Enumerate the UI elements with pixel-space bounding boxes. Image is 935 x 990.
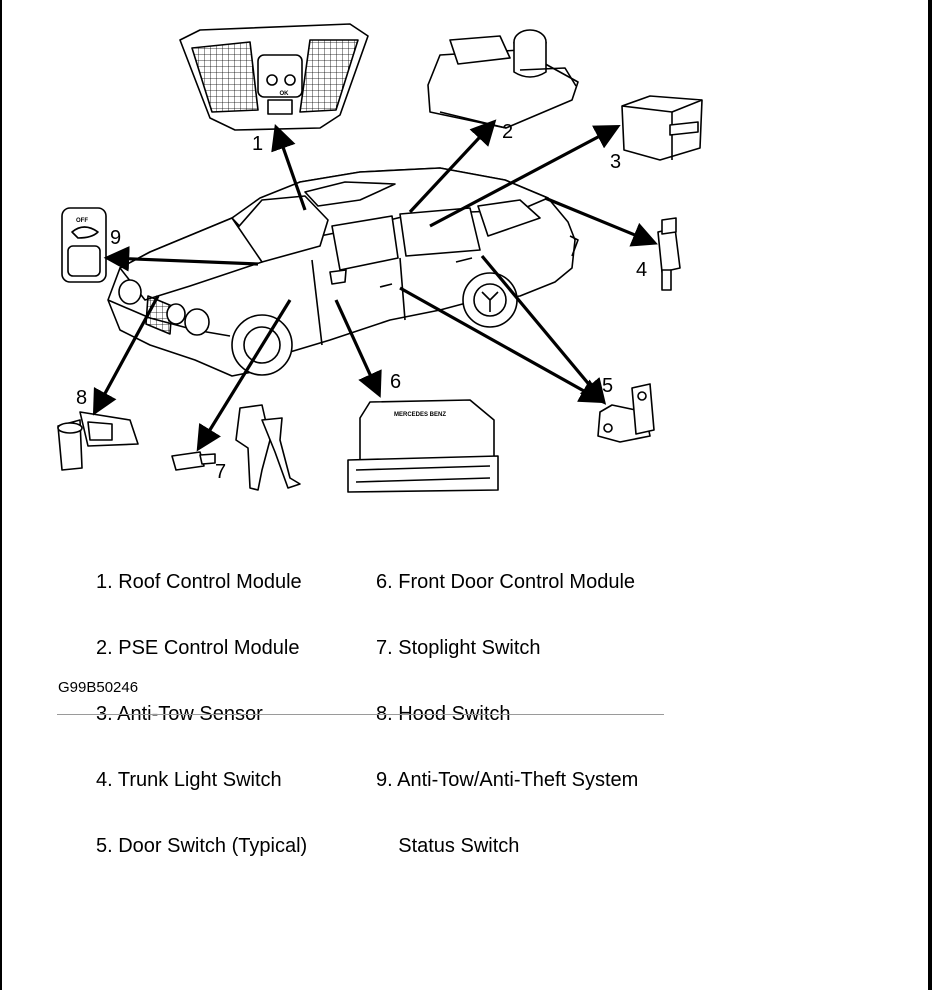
front-door-window [331,215,399,271]
callout-4: 4 [636,259,647,281]
legend-right-column: 6. Front Door Control Module 7. Stopligh… [376,527,638,879]
page-border-right [928,0,932,990]
callout-8: 8 [76,387,87,409]
front-door-handle [379,283,393,288]
stoplight-switch [171,404,301,491]
side-mirror [329,269,347,285]
arrow-8 [92,295,160,416]
legend-left-column: 1. Roof Control Module 2. PSE Control Mo… [96,527,307,879]
arrow-5a [399,286,606,404]
hood [119,217,263,301]
legend-item: 6. Front Door Control Module [376,571,636,593]
arrow-6 [334,299,382,398]
arrow-1 [271,123,307,211]
figure-id: G99B50246 [58,679,139,696]
callout-2: 2 [502,121,513,143]
divider-rule [57,714,664,715]
anti-tow-status-switch: OFF [61,207,107,283]
callout-5: 5 [602,375,613,397]
sunroof [304,181,396,207]
callout-7: 7 [215,461,226,483]
component-locator-diagram: OK MERCEDES BENZ [57,23,703,493]
legend-item: 4. Trunk Light Switch [96,769,282,791]
arrow-9 [103,245,259,272]
callout-3: 3 [610,151,621,173]
door-switch [597,383,655,443]
page-border-left [0,0,2,990]
legend-item: 2. PSE Control Module [96,637,300,659]
right-headlight [184,308,210,336]
anti-tow-sensor [621,95,703,161]
arrow-3 [429,125,621,228]
module-brand-text: MERCEDES BENZ [394,412,446,418]
callout-6: 6 [390,371,401,393]
switch-off-text: OFF [76,218,88,224]
callout-9: 9 [110,227,121,249]
pse-control-module [427,29,579,129]
front-door-control-module: MERCEDES BENZ [347,399,499,493]
legend-item: Status Switch [376,835,520,857]
arrow-2 [408,119,497,214]
arrow-7 [196,299,292,452]
left-headlight [118,279,142,305]
rear-door-window [399,207,481,257]
legend-item: 1. Roof Control Module [96,571,302,593]
arrow-4 [544,196,658,247]
vehicle-illustration [107,167,579,377]
roof-module-button-label: OK [280,91,290,97]
rear-window [477,199,541,237]
legend-item: 9. Anti-Tow/Anti-Theft System [376,769,639,791]
legend-item: 7. Stoplight Switch [376,637,541,659]
front-door-edge [311,259,323,346]
roof-control-module: OK [179,23,369,131]
pointer-arrows [92,119,658,452]
arrow-5b [480,254,607,405]
hood-switch [57,411,139,471]
callout-numbers: 1 2 3 4 5 6 7 8 9 [76,121,647,483]
legend-item: 5. Door Switch (Typical) [96,835,308,857]
tail-light [569,235,579,257]
trunk-light-switch [657,217,681,291]
callout-1: 1 [252,133,263,155]
rear-door-handle [455,257,473,263]
